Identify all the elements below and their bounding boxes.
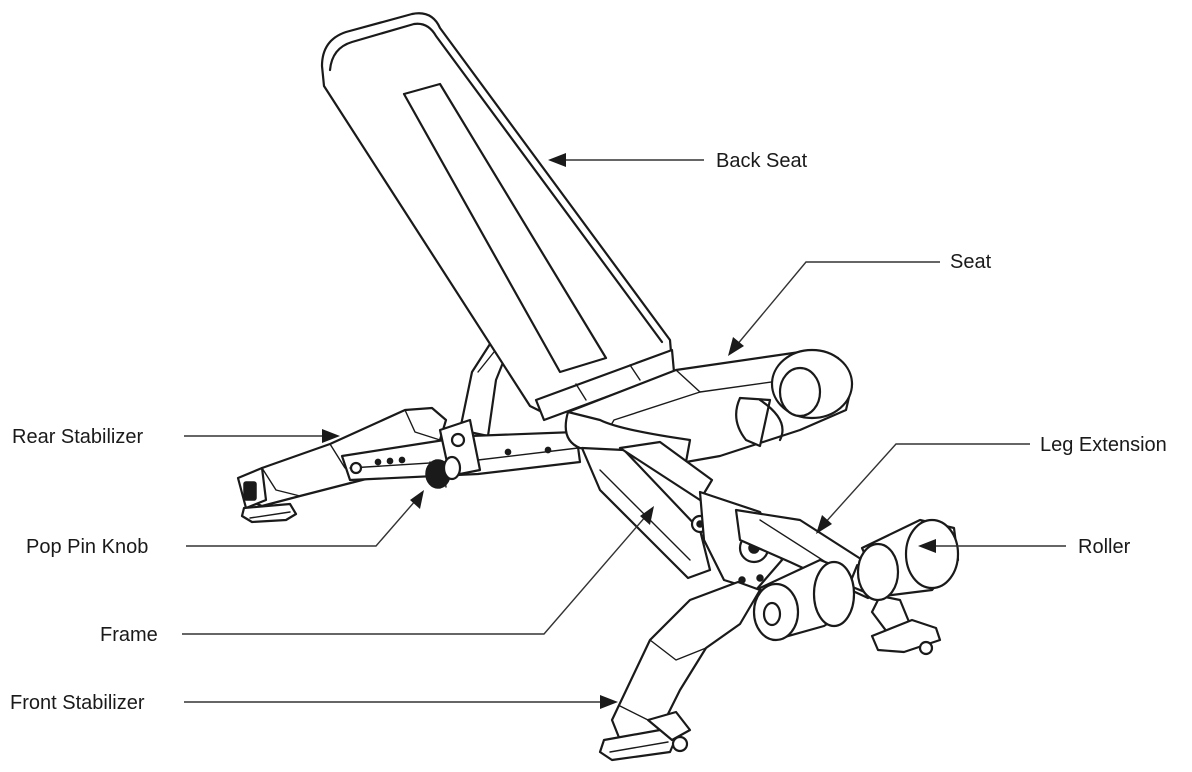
callout-frame-arrow bbox=[640, 506, 654, 525]
callout-front-stabilizer-arrow bbox=[600, 695, 618, 709]
label-seat: Seat bbox=[950, 251, 992, 273]
callout-frame-line bbox=[182, 515, 647, 635]
front-stabilizer-part bbox=[598, 580, 762, 762]
label-roller: Roller bbox=[1078, 536, 1131, 558]
label-pop-pin-knob: Pop Pin Knob bbox=[26, 536, 148, 558]
label-back-seat: Back Seat bbox=[716, 150, 808, 172]
callout-back-seat-arrow bbox=[548, 153, 566, 167]
callout-roller-arrow bbox=[918, 539, 936, 553]
callout-pop-pin-knob-line bbox=[186, 499, 417, 547]
callout-leg-extension-arrow bbox=[816, 515, 832, 534]
back-seat-pad bbox=[320, 12, 676, 422]
callout-rear-stabilizer-arrow bbox=[322, 429, 340, 443]
label-frame: Frame bbox=[100, 624, 158, 646]
pop-pin-knob-part bbox=[425, 455, 462, 489]
label-leg-extension: Leg Extension bbox=[1040, 434, 1167, 456]
callout-pop-pin-knob-arrow bbox=[410, 490, 424, 509]
label-rear-stabilizer: Rear Stabilizer bbox=[12, 426, 144, 448]
callout-seat-line bbox=[735, 261, 940, 347]
callout-leg-extension-line bbox=[823, 443, 1030, 525]
roller-part bbox=[856, 518, 960, 602]
label-front-stabilizer: Front Stabilizer bbox=[10, 692, 145, 714]
front-roller-part bbox=[752, 558, 856, 642]
callout-seat-arrow bbox=[728, 337, 744, 356]
